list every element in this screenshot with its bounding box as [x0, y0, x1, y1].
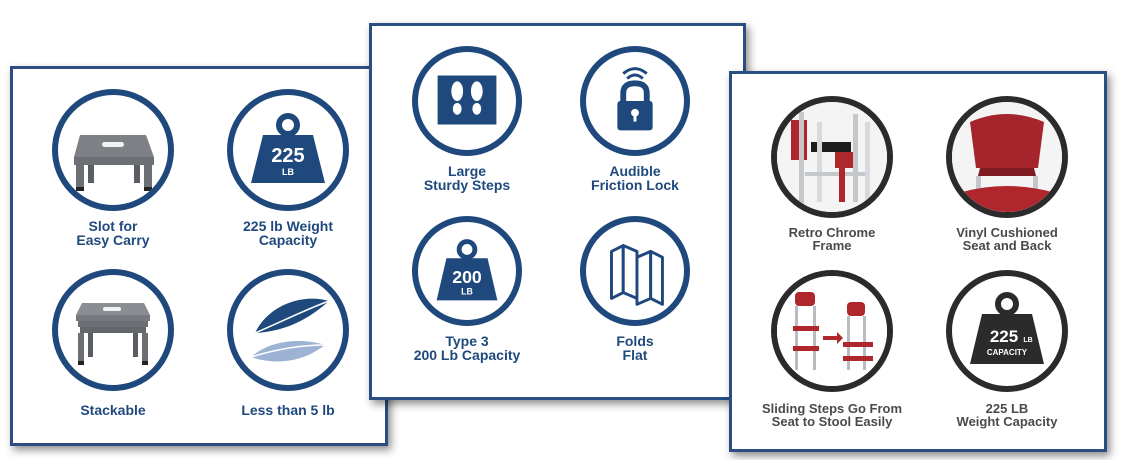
- feature-label: Retro Chrome Frame: [788, 225, 876, 253]
- feature-lightweight: Less than 5 lb: [203, 269, 373, 417]
- feature-vinyl-seat: Vinyl Cushioned Seat and Back: [922, 96, 1092, 252]
- weight-icon: 225 LB: [227, 89, 349, 211]
- chrome-frame-icon: [771, 96, 893, 218]
- feature-weight-capacity: 225 LB 225 lb Weight Capacity: [203, 89, 373, 247]
- weight-caption: CAPACITY: [987, 348, 1028, 357]
- feature-label: Type 3 200 Lb Capacity: [413, 333, 521, 363]
- feature-chrome-frame: Retro Chrome Frame: [747, 96, 917, 252]
- weight-unit: LB: [1023, 337, 1032, 344]
- feature-label: Stackable: [80, 402, 146, 418]
- feature-sliding-steps: Sliding Steps Go From Seat to Stool Easi…: [747, 270, 917, 428]
- feature-label: Slot for Easy Carry: [76, 218, 150, 248]
- weight-value: 225: [990, 327, 1018, 346]
- seat-back-icon: [946, 96, 1068, 218]
- feature-weight-capacity: 200 LB Type 3 200 Lb Capacity: [382, 216, 552, 362]
- weight-icon: 200 LB: [412, 216, 522, 326]
- weight-icon: 225 LB CAPACITY: [946, 270, 1068, 392]
- feature-panel-step-ladder: Large Sturdy Steps Audible Friction Lock…: [369, 23, 746, 400]
- feature-sturdy-steps: Large Sturdy Steps: [382, 46, 552, 192]
- feature-label: Less than 5 lb: [241, 402, 335, 418]
- folded-paper-icon: [580, 216, 690, 326]
- weight-value: 200: [452, 267, 482, 287]
- feature-stackable: Stackable: [28, 269, 198, 417]
- feature-label: 225 lb Weight Capacity: [243, 218, 333, 248]
- feature-label: Folds Flat: [616, 333, 654, 363]
- feature-label: Audible Friction Lock: [591, 163, 679, 193]
- lock-icon: [580, 46, 690, 156]
- stacked-stools-icon: [52, 269, 174, 391]
- feature-label: Vinyl Cushioned Seat and Back: [956, 225, 1058, 253]
- feature-weight-capacity: 225 LB CAPACITY 225 LB Weight Capacity: [922, 270, 1092, 428]
- feature-label: 225 LB Weight Capacity: [956, 401, 1058, 429]
- step-stool-icon: [52, 89, 174, 211]
- feature-folds-flat: Folds Flat: [550, 216, 720, 362]
- weight-value: 225: [271, 145, 304, 167]
- feature-panel-retro-stool: Retro Chrome Frame Vinyl Cushioned Seat …: [729, 71, 1107, 452]
- feature-slot-carry: Slot for Easy Carry: [28, 89, 198, 247]
- feature-friction-lock: Audible Friction Lock: [550, 46, 720, 192]
- footprints-icon: [412, 46, 522, 156]
- feather-icon: [227, 269, 349, 391]
- feature-label: Large Sturdy Steps: [423, 163, 511, 193]
- weight-unit: LB: [461, 287, 473, 297]
- feature-label: Sliding Steps Go From Seat to Stool Easi…: [761, 401, 903, 429]
- weight-unit: LB: [282, 167, 294, 177]
- sliding-steps-icon: [771, 270, 893, 392]
- feature-panel-step-stool: Slot for Easy Carry 225 LB 225 lb Weight…: [10, 66, 388, 446]
